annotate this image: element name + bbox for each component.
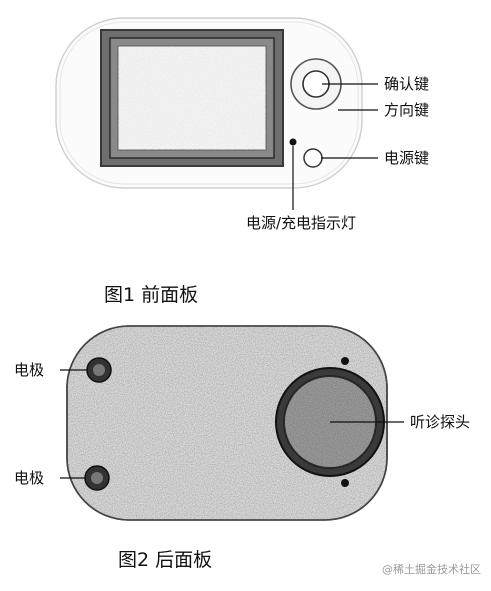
label-electrode-bottom: 电极: [14, 469, 45, 487]
back-electrode-bottom: [84, 465, 110, 491]
label-direction-key: 方向键: [384, 101, 430, 119]
label-power-key: 电源键: [384, 149, 430, 167]
watermark: @稀土掘金技术社区: [382, 563, 481, 576]
back-electrode-top: [86, 357, 112, 383]
label-electrode-top: 电极: [14, 361, 45, 379]
caption-figure-1: 图1 前面板: [104, 284, 199, 306]
label-stethoscope-probe: 听诊探头: [410, 413, 471, 431]
caption-figure-2: 图2 后面板: [118, 549, 213, 571]
front-panel-screen: [100, 29, 284, 167]
label-confirm-key: 确认键: [384, 75, 430, 93]
front-power-charge-indicator-dot: [289, 138, 297, 146]
label-power-charge-indicator: 电源/充电指示灯: [246, 214, 357, 232]
front-power-key: [303, 148, 323, 168]
